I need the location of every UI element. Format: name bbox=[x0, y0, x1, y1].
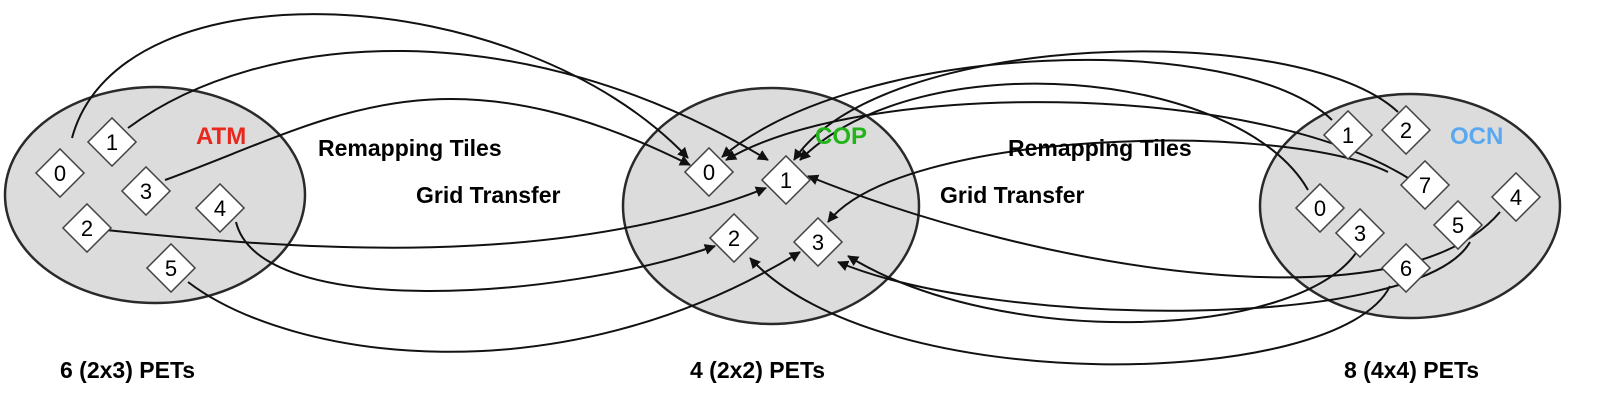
edge-ocn3-cop3 bbox=[847, 249, 1359, 324]
ocn-tile-7-label: 7 bbox=[1419, 173, 1431, 198]
cop-tile-0-label: 0 bbox=[703, 160, 715, 185]
ocn-tile-5: 5 bbox=[1432, 199, 1484, 251]
ocn-tile-0-label: 0 bbox=[1314, 196, 1326, 221]
ocn-tile-1: 1 bbox=[1322, 109, 1374, 161]
edge-atm1-cop1 bbox=[127, 49, 769, 161]
edge-atm5-cop3 bbox=[187, 251, 801, 353]
cop-ellipse bbox=[621, 86, 921, 326]
atm-tile-3: 3 bbox=[120, 165, 172, 217]
atm-tile-3-label: 3 bbox=[140, 179, 152, 204]
edge-ocn7-cop0 bbox=[725, 101, 1409, 179]
edge-atm4-cop2 bbox=[235, 221, 716, 292]
ocn-tile-1-label: 1 bbox=[1342, 123, 1354, 148]
ocn-tile-5-label: 5 bbox=[1452, 213, 1464, 238]
ocn-name: OCN bbox=[1450, 123, 1503, 150]
ocn-tile-3-label: 3 bbox=[1354, 221, 1366, 246]
atm-tile-2: 2 bbox=[61, 202, 113, 254]
cop-tile-2-label: 2 bbox=[728, 226, 740, 251]
edge-ocn1-cop0 bbox=[721, 58, 1333, 158]
edge-ocn2-cop1 bbox=[793, 50, 1399, 161]
edges-layer bbox=[71, 13, 1501, 366]
ocn-tile-6-label: 6 bbox=[1400, 256, 1412, 281]
left-remapping-label: Remapping Tiles bbox=[318, 135, 502, 161]
atm-name: ATM bbox=[196, 123, 246, 150]
ocn-pets-label: 8 (4x4) PETs bbox=[1344, 357, 1479, 383]
edge-ocn4-cop1 bbox=[807, 174, 1501, 279]
atm-tile-0: 0 bbox=[34, 147, 86, 199]
atm-tile-2-label: 2 bbox=[81, 216, 93, 241]
ocn-tile-4: 4 bbox=[1490, 171, 1542, 223]
ocn-tile-7: 7 bbox=[1399, 159, 1451, 211]
atm-tile-4-label: 4 bbox=[214, 196, 226, 221]
edge-ocn6-cop2 bbox=[749, 257, 1391, 366]
ocn-tile-2-label: 2 bbox=[1400, 118, 1412, 143]
atm-tile-5-label: 5 bbox=[165, 256, 177, 281]
atm-tile-1-label: 1 bbox=[106, 130, 118, 155]
edge-atm3-cop0 bbox=[164, 98, 691, 181]
edge-atm0-cop0 bbox=[71, 13, 689, 159]
cop-pets-label: 4 (2x2) PETs bbox=[690, 357, 825, 383]
cop-tile-0: 0 bbox=[683, 146, 735, 198]
cop-tile-3-label: 3 bbox=[812, 230, 824, 255]
ocn-tile-4-label: 4 bbox=[1510, 185, 1522, 210]
right-grid-transfer-label: Grid Transfer bbox=[940, 182, 1084, 208]
edge-atm2-cop1 bbox=[105, 186, 767, 249]
left-grid-transfer-label: Grid Transfer bbox=[416, 182, 560, 208]
atm-tile-5: 5 bbox=[145, 242, 197, 294]
atm-pets-label: 6 (2x3) PETs bbox=[60, 357, 195, 383]
cop-tile-3: 3 bbox=[792, 216, 844, 268]
edge-ocn-cop3-top bbox=[827, 139, 1389, 223]
ocn-tile-0: 0 bbox=[1294, 182, 1346, 234]
cop-name: COP bbox=[815, 123, 867, 150]
atm-tile-4: 4 bbox=[194, 182, 246, 234]
atm-tile-1: 1 bbox=[86, 116, 138, 168]
cop-tile-1-label: 1 bbox=[780, 168, 792, 193]
edge-ocn5-cop3 bbox=[837, 241, 1471, 312]
cop-tile-2: 2 bbox=[708, 212, 760, 264]
cop-tile-1: 1 bbox=[760, 154, 812, 206]
atm-tile-0-label: 0 bbox=[54, 161, 66, 186]
ocn-tile-3: 3 bbox=[1334, 207, 1386, 259]
ocn-ellipse bbox=[1258, 92, 1562, 320]
right-remapping-label: Remapping Tiles bbox=[1008, 135, 1192, 161]
ocn-tile-6: 6 bbox=[1380, 242, 1432, 294]
ocn-tile-2: 2 bbox=[1380, 104, 1432, 156]
